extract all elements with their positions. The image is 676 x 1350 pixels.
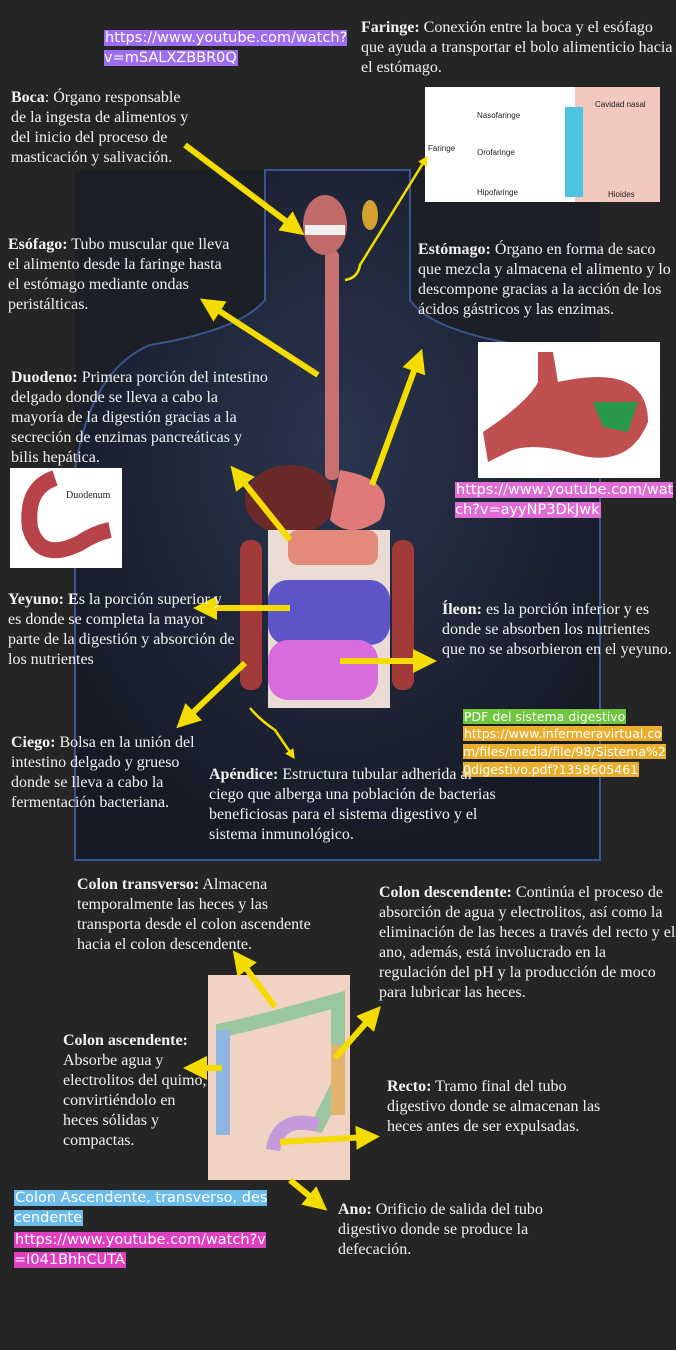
ano-description: Ano: Orificio de salida del tubo digesti… <box>338 1200 558 1260</box>
ileon-text: es la porción inferior y es donde se abs… <box>442 601 672 658</box>
stomach-image <box>478 342 660 478</box>
hipofaringe-label: Hipofaringe <box>477 188 518 197</box>
colon-descendente-text: Continúa el proceso de absorción de agua… <box>379 884 676 1001</box>
esofago-text: Tubo muscular que lleva el alimento desd… <box>8 236 230 313</box>
arrow-colon-transverso <box>232 950 278 1009</box>
colon-ascendente-title: Colon ascendente: <box>63 1032 188 1049</box>
colon-transverso-title: Colon transverso: <box>77 876 200 893</box>
pdf-link[interactable]: https://www.infermeravirtual.com/files/m… <box>463 726 666 777</box>
boca-title: Boca <box>11 89 45 106</box>
colon-descendente-title: Colon descendente: <box>379 884 512 901</box>
duodeno-text: Primera porción del intestino delgado do… <box>11 369 268 466</box>
ano-text: Orificio de salida del tubo digestivo do… <box>338 1201 543 1258</box>
colon-image <box>208 975 350 1180</box>
colon-transverso-text: Almacena temporalmente las heces y las t… <box>77 876 311 953</box>
orofaringe-label: Orofaringe <box>477 148 515 157</box>
duodenum-image: Duodenum <box>10 468 122 568</box>
arrow-faringe <box>344 155 428 282</box>
apendice-text: Estructura tubular adherida al ciego que… <box>209 766 496 843</box>
boca-text: : Órgano responsable de la ingesta de al… <box>11 89 189 166</box>
colon-video-link[interactable]: https://www.youtube.com/watch?v=I041BhhC… <box>14 1232 266 1268</box>
nasofaringe-label: Nasofaringe <box>477 111 521 120</box>
colon-ascendente-text: Absorbe agua y electrolitos del quimo, c… <box>63 1052 207 1149</box>
duodeno-description: Duodeno: Primera porción del intestino d… <box>11 368 271 468</box>
arrow-recto <box>279 1125 380 1150</box>
duodeno-title: Duodeno: <box>11 369 78 386</box>
intestine-image <box>268 530 390 708</box>
ciego-description: Ciego: Bolsa en la unión del intestino d… <box>11 733 201 813</box>
ano-title: Ano: <box>338 1201 372 1218</box>
hioides-label: Hioides <box>608 190 635 199</box>
colon-ascendente-description: Colon ascendente: Absorbe agua y electro… <box>63 1031 211 1151</box>
recto-title: Recto: <box>387 1078 432 1095</box>
yeyuno-description: Yeyuno: Es la porción superior y es dond… <box>8 590 238 670</box>
apendice-title: Apéndice: <box>209 766 279 783</box>
arrow-ano <box>288 1177 328 1211</box>
faringe-text: Conexión entre la boca y el esófago que … <box>361 19 673 76</box>
duodenum-label: Duodenum <box>66 490 111 501</box>
faringe-video-link[interactable]: https://www.youtube.com/watch?v=mSALXZBB… <box>104 30 348 66</box>
yeyuno-text: s la porción superior y es donde se comp… <box>8 591 235 668</box>
esofago-description: Esófago: Tubo muscular que lleva el alim… <box>8 235 233 315</box>
colon-transverso-description: Colon transverso: Almacena temporalmente… <box>77 875 312 955</box>
esofago-title: Esófago: <box>8 236 68 253</box>
apendice-description: Apéndice: Estructura tubular adherida al… <box>209 765 499 845</box>
faringe-image: Faringe Nasofaringe Orofaringe Hipofarin… <box>425 87 660 202</box>
arrow-colon-descendente <box>332 1006 381 1060</box>
boca-description: Boca: Órgano responsable de la ingesta d… <box>11 88 191 168</box>
ileon-description: Íleon: es la porción inferior y es donde… <box>442 600 676 660</box>
ileon-title: Íleon: <box>442 601 482 618</box>
estomago-video-link[interactable]: https://www.youtube.com/watch?v=ayyNP3Dk… <box>455 482 674 518</box>
estomago-text: Órgano en forma de saco que mezcla y alm… <box>418 241 671 318</box>
pdf-label: PDF del sistema digestivo <box>463 709 627 724</box>
arrow-duodeno <box>230 465 293 542</box>
arrow-estomago <box>369 348 426 487</box>
faringe-label: Faringe <box>428 144 456 153</box>
faringe-description: Faringe: Conexión entre la boca y el esó… <box>361 18 676 78</box>
recto-text: Tramo final del tubo digestivo donde se … <box>387 1078 601 1135</box>
ciego-text: Bolsa en la unión del intestino delgado … <box>11 734 195 811</box>
colon-descendente-description: Colon descendente: Continúa el proceso d… <box>379 883 676 1003</box>
arrow-apendice <box>249 707 295 760</box>
estomago-title: Estómago: <box>418 241 491 258</box>
recto-description: Recto: Tramo final del tubo digestivo do… <box>387 1077 627 1137</box>
colon-label: Colon Ascendente, transverso, descendent… <box>14 1190 268 1226</box>
ciego-title: Ciego: <box>11 734 56 751</box>
arrow-ciego <box>176 660 248 729</box>
arrow-boca <box>183 142 305 236</box>
estomago-description: Estómago: Órgano en forma de saco que me… <box>418 240 676 320</box>
arrow-esofago <box>199 298 320 378</box>
yeyuno-title: Yeyuno: E <box>8 591 79 608</box>
cavidad-nasal-label: Cavidad nasal <box>595 100 646 109</box>
faringe-title: Faringe: <box>361 19 420 36</box>
